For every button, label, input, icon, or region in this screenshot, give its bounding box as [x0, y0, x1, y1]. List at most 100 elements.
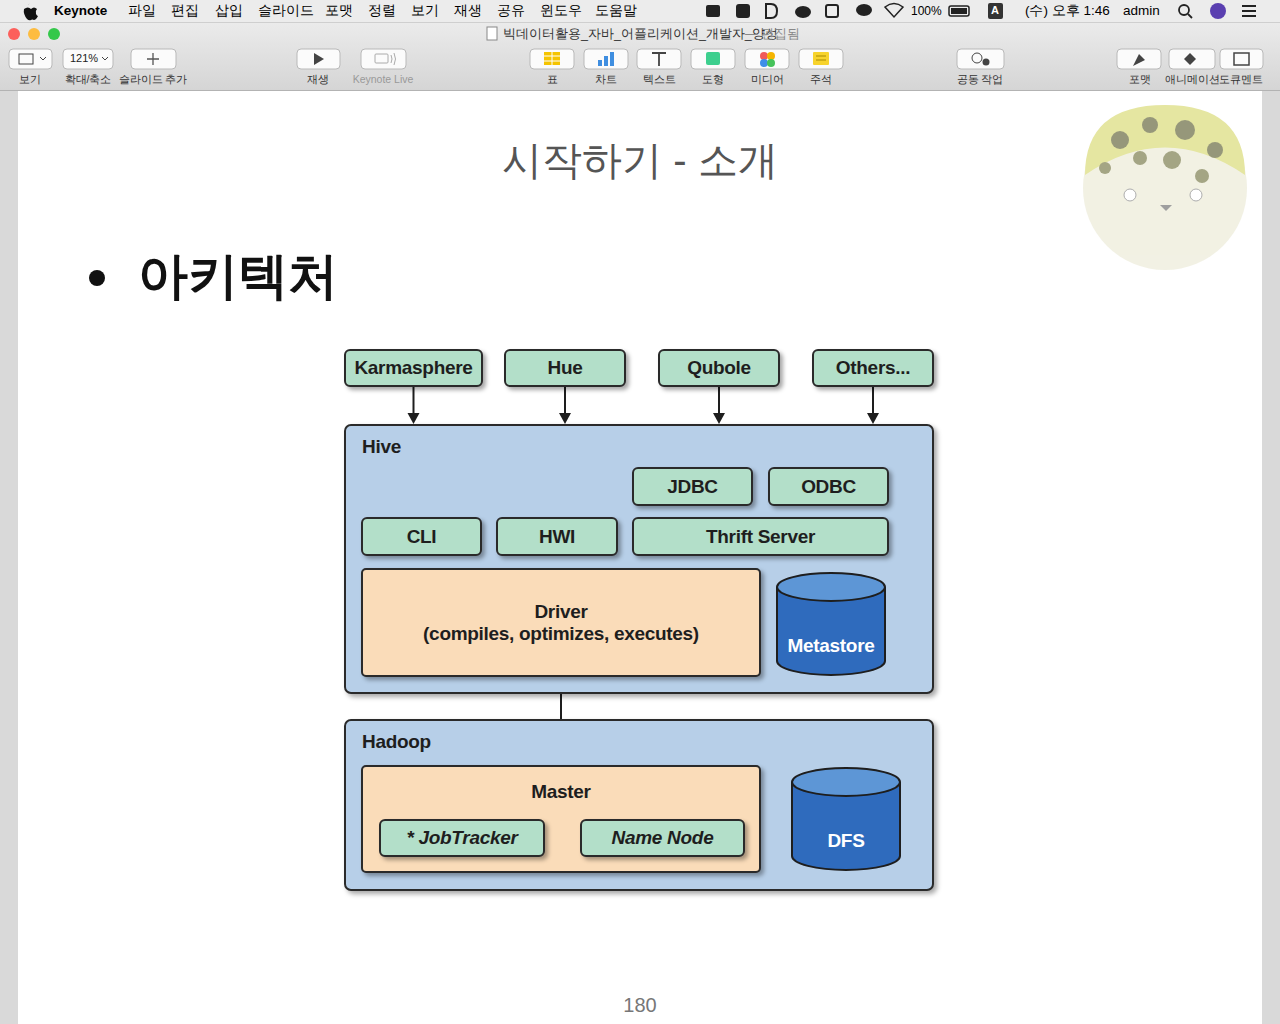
menu-icon — [826, 5, 838, 17]
media-icon — [767, 59, 775, 67]
toolbar-label: Keynote Live — [353, 73, 414, 86]
client-box: Karmasphere — [344, 349, 483, 387]
toolbar-label: 확대/축소 — [65, 73, 112, 86]
chart-icon — [598, 60, 602, 66]
connector-arrow — [867, 387, 879, 424]
toolbar-label: 재생 — [307, 73, 329, 86]
cylinder-shape — [775, 571, 887, 677]
chevron-icon — [102, 57, 108, 60]
node-label: CLI — [407, 526, 437, 548]
window-title: 빅데이터활용_자바_어플리케이션_개발자_양성 — [503, 27, 778, 42]
menu-icon — [795, 6, 811, 18]
node-label: Hue — [548, 357, 583, 379]
close-button — [8, 28, 20, 40]
node-label: Karmasphere — [354, 357, 472, 379]
client-box: Others... — [812, 349, 934, 387]
live-icon — [391, 53, 396, 65]
view-icon — [19, 54, 33, 64]
edit-status: — 편집됨 — [745, 27, 800, 42]
database-cylinder: DFS — [790, 766, 902, 872]
toolbar-label: 포맷 — [1129, 73, 1151, 86]
search-icon — [1188, 14, 1192, 18]
toolbar-label: 도형 — [702, 73, 724, 86]
live-icon — [375, 54, 388, 63]
hive-group: HiveJDBC ODBC CLI HWI Thrift ServerDriver(co… — [344, 424, 934, 694]
service-box: * JobTracker — [379, 819, 545, 857]
siri-icon — [1210, 3, 1226, 19]
interface-box: HWI — [496, 517, 618, 556]
node-label: Master — [531, 781, 590, 803]
node-label: Qubole — [687, 357, 751, 379]
toolbar-label: 차트 — [595, 73, 617, 86]
menu-icon — [766, 4, 777, 18]
list-icon — [1242, 6, 1256, 16]
toolbar-label: 보기 — [19, 73, 41, 86]
toolbar-label: 미디어 — [751, 73, 784, 86]
animation-icon — [1184, 53, 1196, 65]
node-label: Metastore — [787, 635, 874, 657]
node-label: DFS — [827, 830, 864, 852]
clock: (수) 오후 1:46 — [1025, 3, 1110, 19]
node-label: Hadoop — [362, 731, 431, 753]
apple-logo — [24, 2, 38, 20]
shape-icon — [706, 52, 720, 65]
menu-icon — [736, 4, 750, 18]
comment-icon — [816, 56, 826, 60]
database-cylinder: Metastore — [775, 571, 887, 677]
menu-item: 보기 — [411, 3, 439, 19]
toolbar-label: 슬라이드 추가 — [119, 73, 188, 86]
menu-icon — [856, 4, 872, 16]
node-label: Driver — [534, 601, 587, 623]
node-label: Name Node — [612, 827, 714, 849]
table-icon — [544, 52, 560, 65]
menu-item: 파일 — [128, 3, 156, 19]
battery-percent: 100% — [911, 4, 942, 18]
client-box: Hue — [504, 349, 626, 387]
battery-level — [951, 8, 967, 14]
toolbar-label: 텍스트 — [643, 73, 676, 86]
interface-box: JDBC — [632, 467, 753, 506]
page-number: 180 — [623, 993, 656, 1017]
pufferfish-illustration — [1083, 105, 1247, 270]
menu-item: 공유 — [497, 3, 525, 19]
connector-arrow — [408, 387, 420, 424]
client-box: Qubole — [658, 349, 780, 387]
media-icon — [760, 52, 768, 60]
menu-item: 포맷 — [325, 3, 353, 19]
slide-title: 시작하기 - 소개 — [502, 136, 778, 184]
minimize-button — [28, 28, 40, 40]
master-box: Master * JobTracker Name Node — [361, 765, 761, 873]
chart-icon — [610, 52, 614, 66]
play-icon — [314, 53, 324, 65]
wifi-icon — [885, 4, 903, 18]
plus-icon — [147, 53, 159, 65]
user-name: admin — [1123, 3, 1160, 19]
battery-icon — [949, 6, 969, 16]
node-label: Hive — [362, 436, 401, 458]
driver-box: Driver(compiles, optimizes, executes) — [361, 568, 761, 677]
hadoop-group: HadoopMaster * JobTracker Name Node DFS — [344, 719, 934, 891]
interface-box: Thrift Server — [632, 517, 889, 556]
menu-item: 편집 — [171, 3, 199, 19]
media-icon — [760, 59, 768, 67]
node-label: Thrift Server — [706, 526, 815, 548]
media-icon — [767, 52, 775, 60]
document-icon — [487, 27, 497, 40]
bullet-point — [89, 270, 105, 286]
input-source: A — [991, 4, 999, 17]
menu-item: 재생 — [454, 3, 482, 19]
chevron-icon — [40, 57, 46, 60]
node-label: ODBC — [801, 476, 856, 498]
node-label: Others... — [836, 357, 910, 379]
zoom-value: 121% — [70, 52, 98, 65]
toolbar-label: 애니메이션 — [1165, 73, 1220, 86]
connector-arrow — [713, 387, 725, 424]
input-source-box — [988, 3, 1003, 19]
toolbar-label: 표 — [547, 73, 558, 86]
format-icon — [1133, 54, 1145, 66]
toolbar-buttons — [9, 49, 1263, 69]
menu-item: 윈도우 — [540, 3, 582, 19]
node-label: * JobTracker — [406, 827, 517, 849]
node-label: JDBC — [667, 476, 718, 498]
bullet-text: 아키텍처 — [138, 246, 338, 306]
